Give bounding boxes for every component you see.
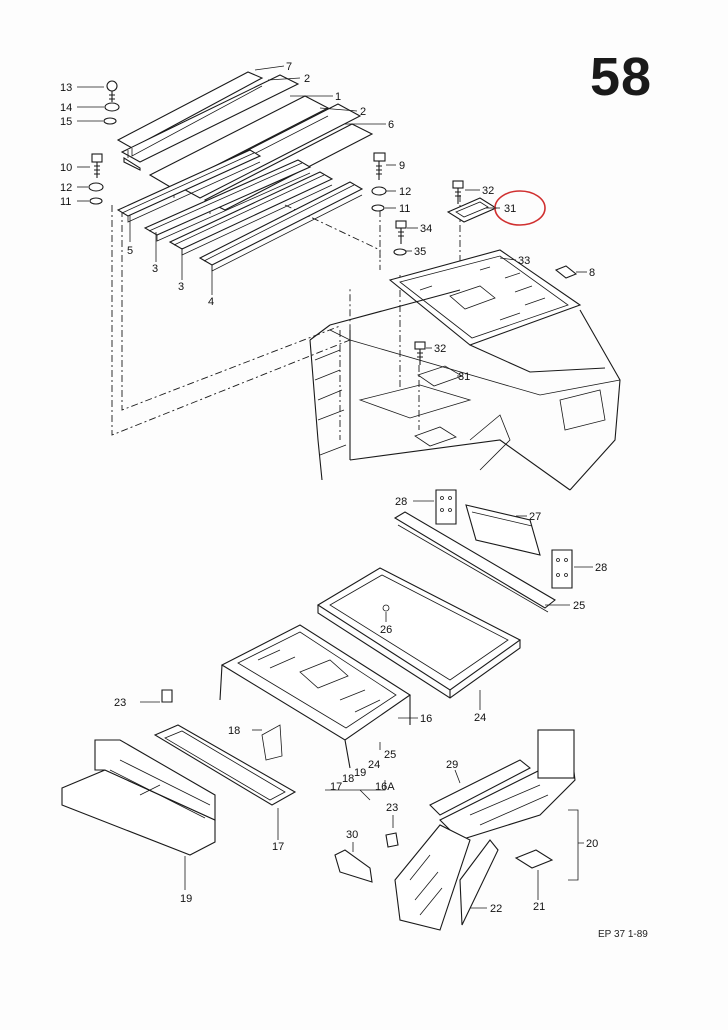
callout-24: 24 xyxy=(368,759,380,771)
rail-27 xyxy=(465,504,541,556)
callout-23: 23 xyxy=(114,697,126,709)
callout-11: 11 xyxy=(60,196,71,208)
callout-21: 21 xyxy=(533,901,545,913)
body-tub xyxy=(309,289,621,491)
callout-25: 25 xyxy=(384,749,396,761)
floor-frame-16 xyxy=(219,624,411,769)
callout-14: 14 xyxy=(60,102,72,114)
callout-16A: 16A xyxy=(375,781,395,793)
callout-12: 12 xyxy=(399,186,411,198)
callout-19: 19 xyxy=(180,893,192,905)
callout-29: 29 xyxy=(446,759,458,771)
callout-8: 8 xyxy=(589,267,595,279)
callout-35: 35 xyxy=(414,246,426,258)
callout-6: 6 xyxy=(388,119,394,131)
callout-31-highlighted: 31 xyxy=(504,203,516,215)
document-code: EP 37 1-89 xyxy=(598,929,648,940)
callout-28: 28 xyxy=(595,562,607,574)
callout-4: 4 xyxy=(208,296,214,308)
callout-9: 9 xyxy=(399,160,405,172)
bracket-28-lower xyxy=(551,549,573,589)
callout-15: 15 xyxy=(60,116,72,128)
callout-25: 25 xyxy=(573,600,585,612)
callout-13: 13 xyxy=(60,82,72,94)
callout-2: 2 xyxy=(304,73,310,85)
clip-8 xyxy=(554,265,578,279)
callout-18: 18 xyxy=(342,773,354,785)
callout-28: 28 xyxy=(395,496,407,508)
callout-33: 33 xyxy=(518,255,530,267)
bracket-28-upper xyxy=(435,489,457,525)
panel-19 xyxy=(61,739,216,856)
part-23-bottom xyxy=(385,832,399,848)
fastener-stack-left xyxy=(88,80,120,205)
callout-labels: 7 2 1 2 6 13 14 15 10 12 11 5 3 3 4 9 12… xyxy=(60,61,607,915)
callout-24: 24 xyxy=(474,712,486,724)
callout-7: 7 xyxy=(286,61,292,73)
wheelhouse-20 xyxy=(439,729,576,841)
callout-3: 3 xyxy=(178,281,184,293)
callout-10: 10 xyxy=(60,162,72,174)
bracket-21 xyxy=(514,849,554,869)
callout-32: 32 xyxy=(434,343,446,355)
floor-pan-33 xyxy=(388,249,582,346)
callout-23: 23 xyxy=(386,802,398,814)
callout-5: 5 xyxy=(127,245,133,257)
callout-11: 11 xyxy=(399,203,410,215)
callout-12: 12 xyxy=(60,182,72,194)
callout-22: 22 xyxy=(490,903,502,915)
runner-rails-group xyxy=(116,149,364,272)
callout-16: 16 xyxy=(420,713,432,725)
callout-30: 30 xyxy=(346,829,358,841)
callout-19: 19 xyxy=(354,767,366,779)
callout-1: 1 xyxy=(335,91,341,103)
leader-lines xyxy=(77,65,593,909)
callout-34: 34 xyxy=(420,223,432,235)
callout-3: 3 xyxy=(152,263,158,275)
part-30 xyxy=(334,849,373,883)
tray-24 xyxy=(316,567,522,699)
callout-17: 17 xyxy=(272,841,284,853)
callout-32: 32 xyxy=(482,185,494,197)
callout-31: 31 xyxy=(458,371,470,383)
callout-2: 2 xyxy=(360,106,366,118)
page-number: 58 xyxy=(590,47,653,107)
callout-20: 20 xyxy=(586,838,598,850)
callout-17: 17 xyxy=(330,781,342,793)
fastener-stack-center xyxy=(371,152,464,365)
wheel-arch-22 xyxy=(394,824,499,931)
panel-17 xyxy=(153,724,297,806)
callout-27: 27 xyxy=(529,511,541,523)
callout-26: 26 xyxy=(380,624,392,636)
cross-member-25 xyxy=(393,511,556,613)
callout-18: 18 xyxy=(228,725,240,737)
part-23-top xyxy=(161,689,173,703)
highlight-circle xyxy=(494,190,546,226)
rail-29 xyxy=(429,759,532,816)
cover-plate-31-top xyxy=(446,197,498,223)
